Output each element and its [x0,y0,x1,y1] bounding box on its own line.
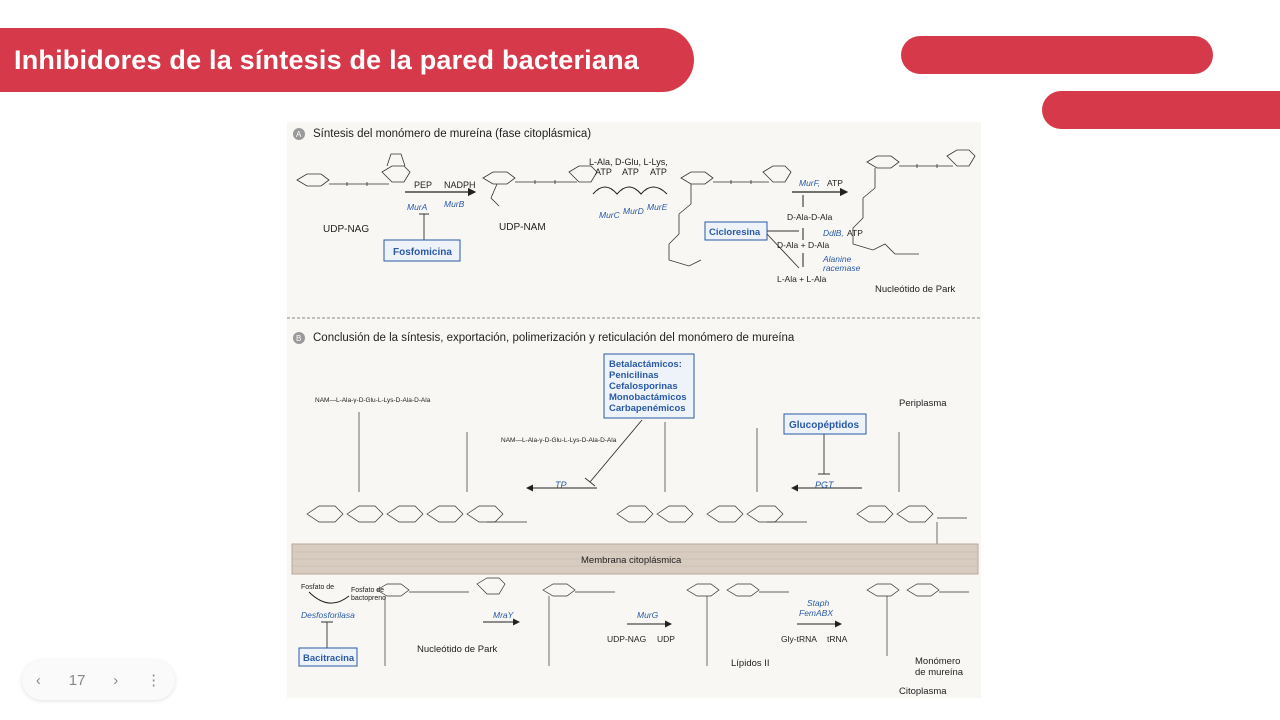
label-membrana: Membrana citoplásmica [581,555,682,566]
enzyme-pgt: PGT [815,480,835,490]
enzyme-ddlb: DdlB, [823,228,844,238]
label-atp-2: ATP [622,167,639,177]
section-a-marker-letter: A [296,130,302,139]
label-park-nucleotide-a: Nucleótido de Park [875,284,956,295]
label-trna: tRNA [827,634,848,644]
lipid-intermediate-structures [376,577,969,666]
peptide-chain-top: NAM—L-Ala-γ-D-Glu-L-Lys-D-Ala-D-Ala [315,397,431,404]
label-de-mureina: de mureína [915,667,964,678]
arrows-murc-mure [592,186,668,195]
prev-slide-icon[interactable]: ‹ [35,671,41,689]
drug-glucopeptidos: Glucopéptidos [789,420,859,431]
inhibition-mark-fosfomicina [419,213,429,240]
label-lipidos-ii: Lípidos II [731,658,770,669]
label-murf-atp: ATP [827,178,843,188]
label-dala-dala: D-Ala-D-Ala [787,212,833,222]
decorative-pill-top [901,36,1213,74]
enzyme-murd: MurD [623,206,644,216]
udp-nag-structure [296,153,411,187]
betalactam-monobactamicos: Monobactámicos [609,392,687,403]
label-fosfato-de: Fosfato de [351,587,384,594]
more-options-icon[interactable]: ⋮ [146,672,162,689]
label-amino-acids: L-Ala, D-Glu, L-Lys, [589,157,668,167]
page-number: 17 [68,671,86,689]
label-nadph: NADPH [444,180,476,190]
enzyme-mray: MraY [493,610,515,620]
drug-cicloserina: Cicloresina [709,227,761,238]
udp-nam-structure [482,165,598,207]
membrane-texture [292,551,978,567]
enzyme-racemase-1: Alanine [822,254,852,264]
pathway-diagram: A Síntesis del monómero de mureína (fase… [287,128,981,697]
inhibition-line-glucopeptidos [818,434,830,475]
label-udp-nag-b: UDP-NAG [607,634,646,644]
betalactam-penicilinas: Penicilinas [609,370,659,381]
label-gly-trna: Gly-tRNA [781,634,817,644]
enzyme-murb: MurB [444,199,465,209]
label-udp-nag: UDP-NAG [323,224,369,235]
park-nucleotide-structure [852,149,976,255]
label-lala-plus: L-Ala + L-Ala [777,274,827,284]
slide-navigation: ‹ 17 › ⋮ [22,660,175,700]
enzyme-mura: MurA [407,202,428,212]
inhibition-line-betalactam [584,419,643,487]
bacitracina-box [298,647,358,667]
peptide-chain-mid: NAM—L-Ala-γ-D-Glu-L-Lys-D-Ala-D-Ala [501,437,617,444]
drug-fosfomicina: Fosfomicina [393,247,452,258]
section-a-marker [293,128,305,140]
slide-title: Inhibidores de la síntesis de la pared b… [14,44,640,75]
enzyme-desfosforilasa: Desfosforilasa [301,610,355,620]
betalactam-cefalosporinas: Cefalosporinas [609,381,678,392]
section-a-title: Síntesis del monómero de mureína (fase c… [313,128,591,140]
betalactam-carbapenemicos: Carbapenémicos [609,403,686,414]
enzyme-mure: MurE [647,202,668,212]
label-atp-3: ATP [650,167,667,177]
section-b-title: Conclusión de la síntesis, exportación, … [313,332,795,344]
enzyme-murf: MurF, [799,178,820,188]
label-udp-nam: UDP-NAM [499,222,546,233]
enzyme-tp: TP [555,480,567,490]
enzyme-racemase-2: racemase [823,263,861,273]
enzyme-staph: Staph [807,598,829,608]
glucopeptidos-box [783,413,867,435]
section-b-marker-letter: B [296,334,301,343]
label-bactoprenol: bactoprenо [351,595,386,602]
label-dala-plus: D-Ala + D-Ala [777,240,829,250]
label-periplasma: Periplasma [899,398,947,409]
label-atp-1: ATP [595,167,612,177]
udp-nam-tripeptide-structure [668,165,792,267]
betalactam-box [603,353,695,419]
betalactam-title: Betalactámicos: [609,359,682,370]
decorative-pill-bottom [1042,91,1280,129]
label-pep: PEP [414,180,432,190]
label-monomero: Monómero [915,656,960,667]
enzyme-murc: MurC [599,210,621,220]
fosfomicina-box [383,239,461,262]
label-udp: UDP [657,634,675,644]
label-citoplasma: Citoplasma [899,686,947,697]
inhibition-line-bacitracina [321,621,333,648]
pathway-figure: A Síntesis del monómero de mureína (fase… [287,122,981,698]
label-park-nucleotide-b: Nucleótido de Park [417,644,498,655]
inhibition-lines-cicloserina [766,230,800,269]
slide-title-bar: Inhibidores de la síntesis de la pared b… [0,28,694,92]
enzyme-femabx: FemABX [799,608,833,618]
enzyme-murg: MurG [637,610,659,620]
arrow-desfosforilasa [308,591,350,604]
peptidoglycan-structures [306,412,967,544]
next-slide-icon[interactable]: › [113,671,119,689]
drug-bacitracina: Bacitracina [303,653,355,664]
label-fosfato-1: Fosfato de [301,584,334,591]
label-ddlb-atp: ATP [847,228,863,238]
section-b-marker [293,332,305,344]
